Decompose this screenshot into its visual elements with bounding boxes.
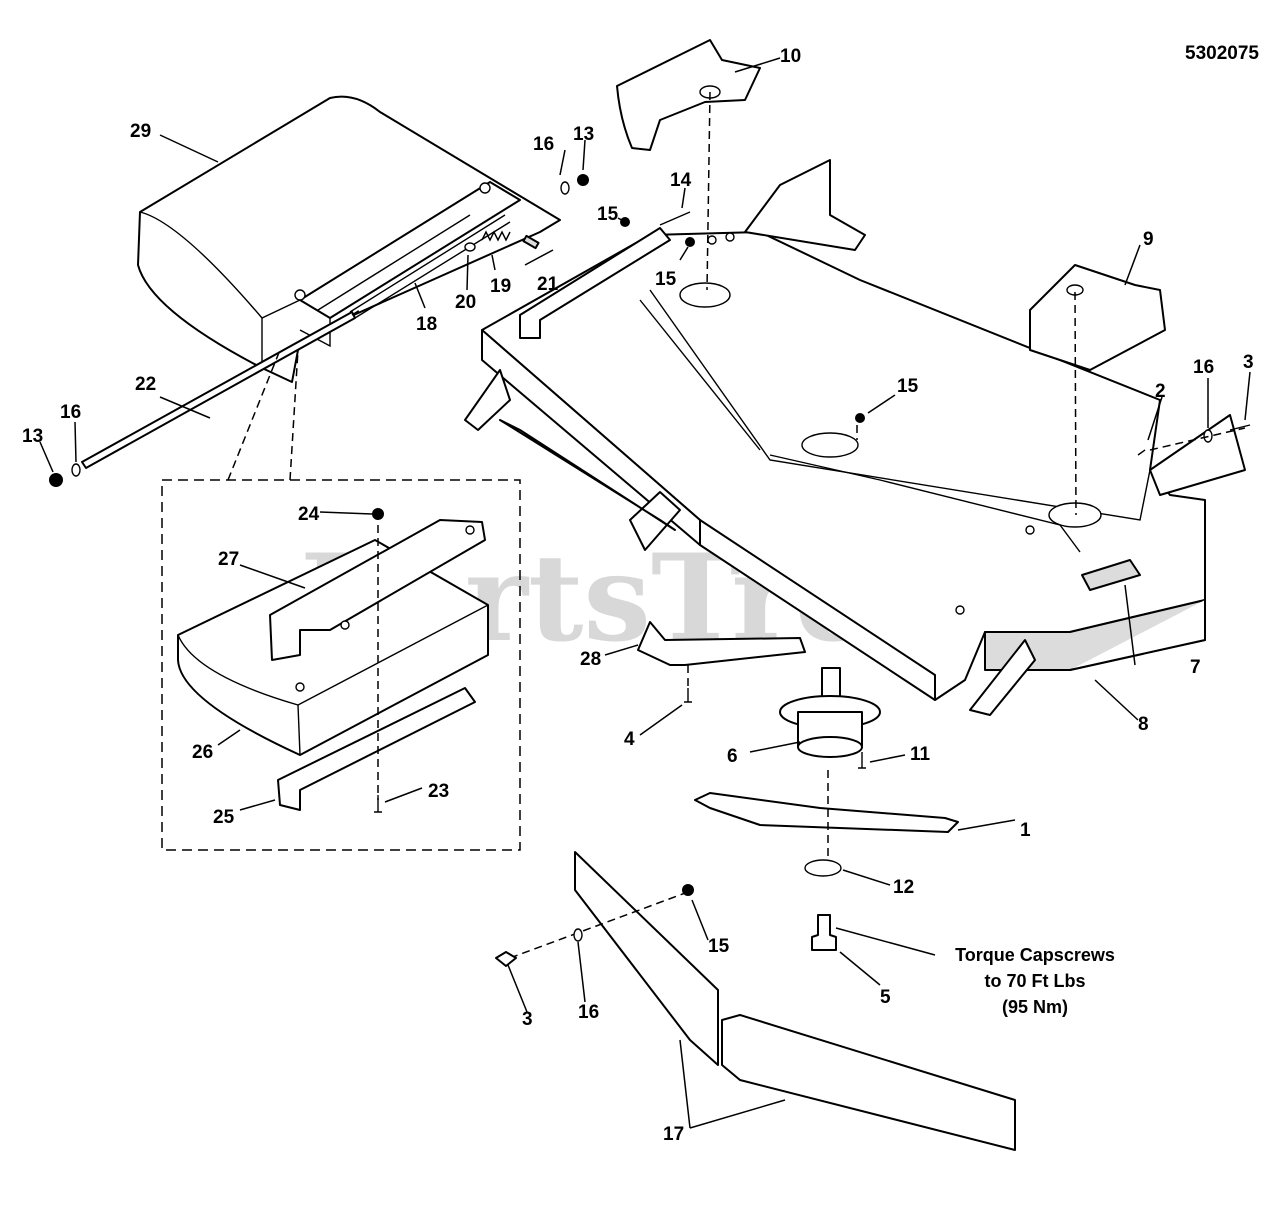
- callout-14[interactable]: 14: [670, 170, 692, 191]
- washer-12[interactable]: [804, 859, 842, 877]
- callout-15-c[interactable]: 15: [897, 376, 919, 397]
- callout-19[interactable]: 19: [490, 276, 511, 297]
- nut-13-top[interactable]: [577, 174, 589, 186]
- callout-6[interactable]: 6: [727, 746, 738, 767]
- callout-10[interactable]: 10: [780, 46, 801, 67]
- screw-4[interactable]: [684, 688, 692, 703]
- callout-13-top[interactable]: 13: [573, 124, 594, 145]
- callout-21[interactable]: 21: [537, 274, 559, 295]
- callout-4[interactable]: 4: [624, 729, 635, 750]
- deck-bracket-front: [969, 639, 1036, 716]
- callout-15-b[interactable]: 15: [655, 269, 677, 290]
- hinge-rod[interactable]: [349, 214, 511, 319]
- callout-13-left[interactable]: 13: [22, 426, 43, 447]
- torque-note-line1: Torque Capscrews: [955, 945, 1115, 965]
- callout-2[interactable]: 2: [1155, 381, 1166, 402]
- strap-25[interactable]: [277, 687, 476, 811]
- deck-bracket-rear: [744, 159, 866, 251]
- decal-7: [1081, 559, 1141, 591]
- callout-8[interactable]: 8: [1138, 714, 1149, 735]
- nut-13-left[interactable]: [49, 473, 63, 487]
- deflector-26[interactable]: [177, 539, 489, 756]
- deck-bracket-right: [1149, 414, 1246, 496]
- nut-24[interactable]: [372, 508, 384, 520]
- callout-20[interactable]: 20: [455, 292, 476, 313]
- baffle-17-left[interactable]: [574, 851, 719, 1066]
- callout-15-a[interactable]: 15: [597, 204, 619, 225]
- screw-11[interactable]: [858, 752, 866, 769]
- deck-bracket-mid: [629, 491, 681, 551]
- rail-left: [499, 419, 676, 531]
- discharge-chute[interactable]: [137, 95, 561, 383]
- callout-16-top[interactable]: 16: [533, 134, 554, 155]
- callout-25[interactable]: 25: [213, 807, 235, 828]
- spring[interactable]: [481, 230, 511, 242]
- bolt-2[interactable]: [1137, 449, 1146, 456]
- screw-23[interactable]: [374, 795, 382, 813]
- callout-7[interactable]: 7: [1190, 657, 1201, 678]
- chute-rod[interactable]: [81, 311, 356, 469]
- capscrew-5[interactable]: [811, 914, 837, 951]
- callout-3-right[interactable]: 3: [1243, 352, 1254, 373]
- callout-11[interactable]: 11: [910, 744, 931, 765]
- cover-9[interactable]: [1029, 264, 1166, 371]
- pin-21[interactable]: [522, 234, 540, 250]
- shield-10[interactable]: [616, 39, 761, 151]
- washer-16-left[interactable]: [71, 463, 81, 477]
- callout-16-left[interactable]: 16: [60, 402, 81, 423]
- nut-15-b[interactable]: [685, 237, 695, 247]
- baffle-17-right[interactable]: [721, 1014, 1016, 1151]
- bolt-3-right[interactable]: [1229, 424, 1251, 431]
- callout-18[interactable]: 18: [416, 314, 437, 335]
- callout-26[interactable]: 26: [192, 742, 213, 763]
- callout-3-lower[interactable]: 3: [522, 1009, 533, 1030]
- callout-9[interactable]: 9: [1143, 229, 1154, 250]
- callout-27[interactable]: 27: [218, 549, 239, 570]
- callout-23[interactable]: 23: [428, 781, 449, 802]
- callout-16-lower[interactable]: 16: [578, 1002, 599, 1023]
- inset-box: [161, 479, 521, 851]
- callout-24[interactable]: 24: [298, 504, 320, 525]
- bolt-3-lower[interactable]: [495, 951, 517, 967]
- callout-16-right[interactable]: 16: [1193, 357, 1214, 378]
- blade-1[interactable]: [694, 792, 959, 833]
- callout-28[interactable]: 28: [580, 649, 601, 670]
- mower-deck[interactable]: [481, 231, 1206, 701]
- torque-note-line3: (95 Nm): [1002, 997, 1068, 1017]
- callout-15-d[interactable]: 15: [708, 936, 730, 957]
- washer-20[interactable]: [464, 242, 476, 252]
- strap-28[interactable]: [637, 621, 806, 666]
- callout-5[interactable]: 5: [880, 987, 891, 1008]
- washer-16-top[interactable]: [560, 181, 570, 195]
- washer-16-lower[interactable]: [573, 928, 583, 942]
- nut-15-c[interactable]: [855, 413, 865, 423]
- callout-12[interactable]: 12: [893, 877, 914, 898]
- callout-1[interactable]: 1: [1020, 820, 1031, 841]
- callout-29[interactable]: 29: [130, 121, 151, 142]
- spindle-6[interactable]: [779, 667, 881, 758]
- diagram-id: 5302075: [1185, 43, 1259, 64]
- bracket-21[interactable]: [519, 227, 671, 339]
- bolt-14[interactable]: [659, 211, 691, 226]
- torque-note-line2: to 70 Ft Lbs: [984, 971, 1085, 991]
- deck-bracket-left: [464, 369, 511, 431]
- callout-22[interactable]: 22: [135, 374, 156, 395]
- callout-17[interactable]: 17: [663, 1124, 684, 1145]
